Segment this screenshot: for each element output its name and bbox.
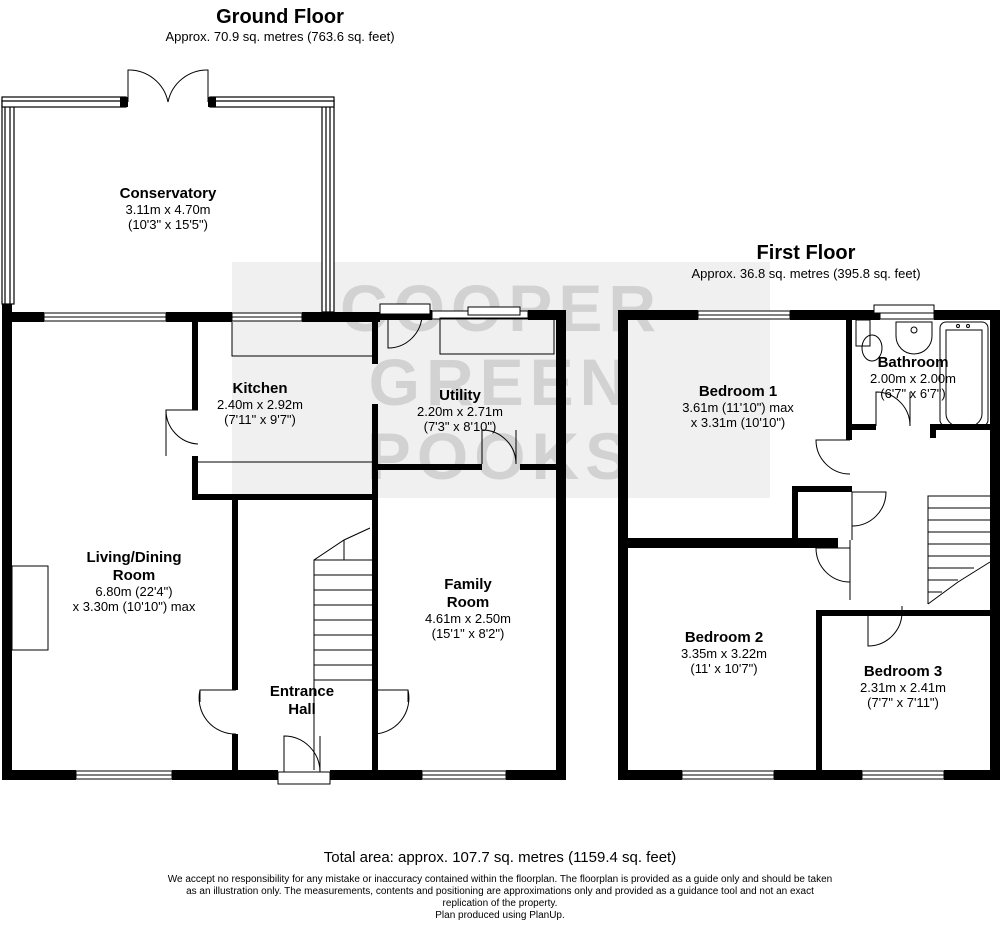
ground-floor-area: Approx. 70.9 sq. metres (763.6 sq. feet) bbox=[165, 29, 395, 44]
plan-credit: Plan produced using PlanUp. bbox=[435, 910, 565, 921]
room-dimension: 2.40m x 2.92m bbox=[217, 397, 303, 412]
ground-stairs-treads bbox=[314, 540, 372, 681]
room-dimension: 2.31m x 2.41m bbox=[860, 680, 946, 695]
ground-floor-solid-walls bbox=[2, 304, 566, 780]
room-dimension: 6.80m (22'4") bbox=[95, 584, 173, 599]
room-name: Conservatory bbox=[119, 185, 217, 202]
room-dimension: (10'3" x 15'5") bbox=[128, 217, 208, 232]
room-dimension: (6'7" x 6'7") bbox=[880, 386, 946, 401]
room-name: Utility bbox=[439, 387, 481, 404]
room-dimension: (11' x 10'7") bbox=[690, 661, 758, 676]
disclaimer-line: We accept no responsibility for any mist… bbox=[167, 874, 833, 885]
room-name: Family bbox=[444, 576, 492, 593]
room-name: Hall bbox=[288, 701, 316, 718]
ground-floor-walls bbox=[1, 69, 335, 313]
watermark-line-3: POOKS bbox=[366, 419, 636, 493]
total-area: Total area: approx. 107.7 sq. metres (11… bbox=[323, 849, 677, 866]
room-dimension: 3.11m x 4.70m bbox=[125, 202, 211, 217]
room-name: Bedroom 3 bbox=[863, 663, 943, 680]
room-name: Bedroom 1 bbox=[698, 383, 778, 400]
room-dimension: 2.00m x 2.00m bbox=[870, 371, 956, 386]
first-floor-area: Approx. 36.8 sq. metres (395.8 sq. feet) bbox=[691, 266, 921, 281]
room-dimension: 4.61m x 2.50m bbox=[425, 611, 511, 626]
room-name: Living/Dining bbox=[86, 549, 182, 566]
room-dimension: (15'1" x 8'2") bbox=[431, 626, 505, 641]
first-floor-solid-walls bbox=[618, 310, 1000, 780]
room-dimension: (7'3" x 8'10") bbox=[423, 419, 497, 434]
first-stairs-treads bbox=[928, 507, 990, 593]
room-name: Room bbox=[112, 567, 156, 584]
room-name: Room bbox=[446, 594, 490, 611]
room-dimension: (7'7" x 7'11") bbox=[867, 695, 939, 710]
room-name: Bedroom 2 bbox=[684, 629, 764, 646]
room-name: Bathroom bbox=[877, 354, 949, 371]
ground-floor-title: Ground Floor bbox=[216, 6, 344, 28]
room-dimension: (7'11" x 9'7") bbox=[224, 412, 296, 427]
disclaimer-line: as an illustration only. The measurement… bbox=[186, 886, 814, 897]
watermark-line-2: GREEN bbox=[368, 345, 634, 419]
conservatory-french-doors bbox=[127, 69, 209, 103]
room-dimension: 3.61m (11'10") max bbox=[682, 400, 794, 415]
room-dimension: 3.35m x 3.22m bbox=[681, 646, 767, 661]
room-dimension: x 3.30m (10'10") max bbox=[72, 599, 196, 614]
ground-floor-fixtures bbox=[11, 303, 555, 785]
room-dimension: x 3.31m (10'10") bbox=[690, 415, 786, 430]
first-floor-title: First Floor bbox=[756, 242, 856, 264]
room-dimension: 2.20m x 2.71m bbox=[417, 404, 503, 419]
room-name: Entrance bbox=[269, 683, 335, 700]
disclaimer-line: replication of the property. bbox=[442, 898, 558, 909]
first-floor-fixtures bbox=[681, 304, 991, 780]
room-name: Kitchen bbox=[232, 380, 288, 397]
